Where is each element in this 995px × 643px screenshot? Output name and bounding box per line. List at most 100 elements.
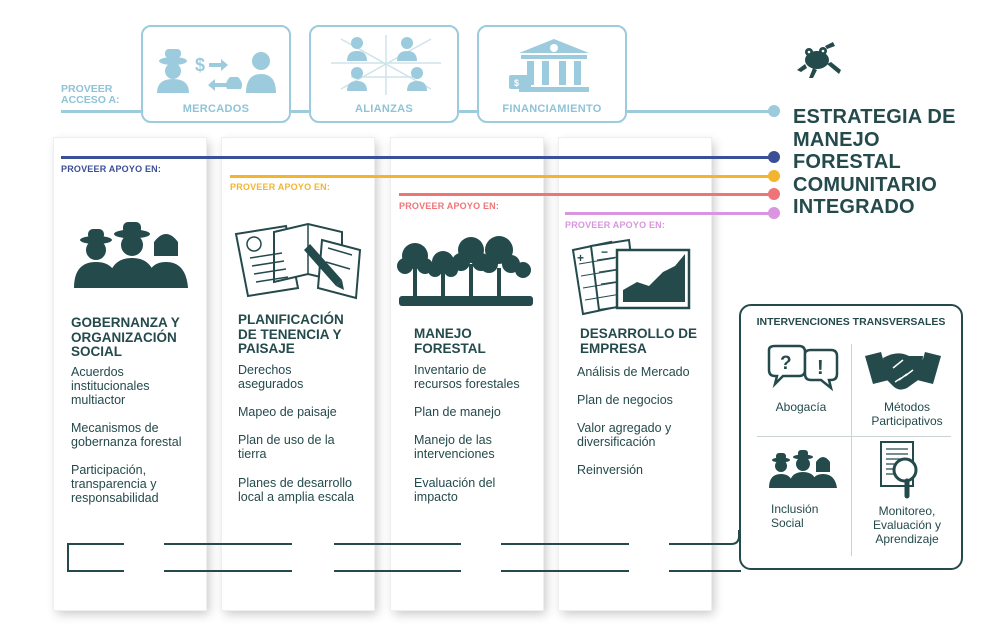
column-planning-title-line2: DE TENENCIA Y <box>238 326 342 342</box>
svg-text:$: $ <box>195 55 205 75</box>
management-connector-dot <box>768 188 780 200</box>
column-forest-management: PROVEER APOYO EN: MANEJO FORESTAL Invent… <box>391 138 543 610</box>
svg-text:!: ! <box>817 357 824 379</box>
list-item-line: Mecanismos de <box>71 421 159 435</box>
column-planning: PROVEER APOYO EN: PLANIFICACIÓN DE TENEN… <box>222 138 374 610</box>
column-planning-title-line1: PLANIFICACIÓN <box>238 312 344 327</box>
list-item: Planes de desarrollo local a amplia esca… <box>238 476 354 504</box>
svg-text:$: $ <box>514 78 519 88</box>
list-item-line: Reinversión <box>577 463 644 477</box>
monitoring-evaluation-label-line: Aprendizaje <box>875 532 939 546</box>
markets-box: $ MERCADOS <box>141 25 291 123</box>
list-item-line: Manejo de las <box>414 433 492 447</box>
participatory-methods-label-line: Participativos <box>871 414 943 428</box>
column-forest-management-title-line2: FORESTAL <box>414 340 486 356</box>
people-group-icon <box>769 450 837 488</box>
alliances-label: ALIANZAS <box>354 103 413 115</box>
column-governance-title-line3: SOCIAL <box>71 344 123 359</box>
strategy-title-line3: FORESTAL <box>793 151 901 173</box>
monitoring-evaluation-label-line: Monitoreo, <box>878 504 936 518</box>
social-inclusion-label: Inclusión Social <box>757 502 851 530</box>
participatory-methods-label: Métodos Participativos <box>851 400 963 428</box>
list-item: Reinversión <box>577 463 643 477</box>
list-item-line: Plan de negocios <box>577 393 673 407</box>
grid-divider-horizontal <box>757 436 951 437</box>
column-forest-management-support-label: PROVEER APOYO EN: <box>399 201 500 211</box>
list-item-line: Plan de uso de la <box>238 433 335 447</box>
strategy-title-line4: COMUNITARIO <box>793 173 938 196</box>
column-enterprise: PROVEER APOYO EN: + − DESARROLLO DE EMPR… <box>559 138 711 610</box>
column-forest-management-title-line1: MANEJO <box>414 326 472 341</box>
alliances-network-icon <box>331 35 441 95</box>
list-item: Inventario de recursos forestales <box>414 363 520 391</box>
column-planning-support-label: PROVEER APOYO EN: <box>230 182 331 192</box>
strategy-title-line2: MANEJO <box>793 128 880 151</box>
provide-access-label: PROVEER ACCESO A: <box>61 84 120 106</box>
advocacy-label-line: Abogacía <box>775 400 827 414</box>
column-planning-title-line3: PAISAJE <box>238 341 295 356</box>
list-item-line: impacto <box>414 490 458 504</box>
column-enterprise-support-label: PROVEER APOYO EN: <box>565 220 666 230</box>
list-item-line: Análisis de Mercado <box>577 365 690 379</box>
list-item-line: Inventario de <box>414 363 487 377</box>
magnifier-document-icon <box>880 441 918 499</box>
column-governance-support-label: PROVEER APOYO EN: <box>61 164 162 174</box>
list-item: Participación, transparencia y responsab… <box>71 463 159 505</box>
list-item-line: intervenciones <box>414 447 495 461</box>
list-item-line: Evaluación del <box>414 476 496 490</box>
list-item: Evaluación del impacto <box>414 476 495 504</box>
business-chart-icon: + − <box>571 238 691 316</box>
list-item-line: Acuerdos <box>71 365 124 379</box>
governance-connector-line <box>61 156 775 159</box>
column-governance-title: GOBERNANZA Y ORGANIZACIÓN SOCIAL <box>71 315 180 360</box>
financing-box: $ FINANCIAMIENTO <box>477 25 627 123</box>
participatory-methods-label-line: Métodos <box>883 400 931 414</box>
list-item-line: tierra <box>238 447 267 461</box>
list-item-line: Mapeo de paisaje <box>238 405 337 419</box>
list-item: Derechos asegurados <box>238 363 303 391</box>
bank-icon: $ <box>509 39 589 92</box>
financing-label: FINANCIAMIENTO <box>502 103 602 115</box>
forest-trees-icon <box>397 236 533 306</box>
column-governance-title-line1: GOBERNANZA Y <box>71 315 180 330</box>
list-item: Plan de negocios <box>577 393 673 407</box>
enterprise-connector-dot <box>768 207 780 219</box>
list-item-line: Planes de desarrollo <box>238 476 352 490</box>
alliances-box: ALIANZAS <box>309 25 459 123</box>
market-exchange-icon: $ <box>157 49 276 93</box>
strategy-title-line1: ESTRATEGIA DE <box>793 106 956 128</box>
list-item-line: Derechos <box>238 363 292 377</box>
svg-text:?: ? <box>780 353 792 374</box>
monitoring-evaluation-label: Monitoreo, Evaluación y Aprendizaje <box>851 504 963 546</box>
access-connector-dot <box>768 105 780 117</box>
list-item: Valor agregado y diversificación <box>577 421 671 449</box>
handshake-icon <box>865 352 941 390</box>
monitoring-evaluation-label-line: Evaluación y <box>872 518 942 532</box>
column-forest-management-title: MANEJO FORESTAL <box>414 326 486 356</box>
column-enterprise-title-line2: EMPRESA <box>580 340 647 356</box>
column-governance-title-line2: ORGANIZACIÓN <box>71 329 177 345</box>
list-item: Mecanismos de gobernanza forestal <box>71 421 182 449</box>
speech-bubbles-icon: ? ! <box>767 344 839 392</box>
community-people-icon <box>74 222 188 288</box>
provide-access-label-line2: ACCESO A: <box>61 94 120 106</box>
list-item: Plan de uso de la tierra <box>238 433 335 461</box>
list-item: Manejo de las intervenciones <box>414 433 495 461</box>
list-item: Mapeo de paisaje <box>238 405 337 419</box>
column-governance: PROVEER APOYO EN: GOBERNANZA Y ORGANIZAC… <box>54 138 206 610</box>
social-inclusion-label-line: Social <box>771 516 804 530</box>
column-enterprise-title: DESARROLLO DE EMPRESA <box>580 326 698 356</box>
list-item-line: recursos forestales <box>414 377 520 391</box>
planning-connector-dot <box>768 170 780 182</box>
strategy-title: ESTRATEGIA DE MANEJO FORESTAL COMUNITARI… <box>793 106 956 219</box>
list-item-line: Valor agregado y <box>577 421 672 435</box>
transversal-interventions-box: INTERVENCIONES TRANSVERSALES ? ! Abogací… <box>739 304 963 570</box>
column-enterprise-title-line1: DESARROLLO DE <box>580 326 698 341</box>
provide-access-label-line1: PROVEER <box>61 83 113 95</box>
maps-pencil-icon <box>234 222 362 300</box>
enterprise-connector-line <box>565 212 775 215</box>
svg-text:+: + <box>577 251 584 265</box>
list-item: Análisis de Mercado <box>577 365 690 379</box>
transversal-interventions-title: INTERVENCIONES TRANSVERSALES <box>756 316 946 328</box>
frog-icon <box>797 42 841 78</box>
